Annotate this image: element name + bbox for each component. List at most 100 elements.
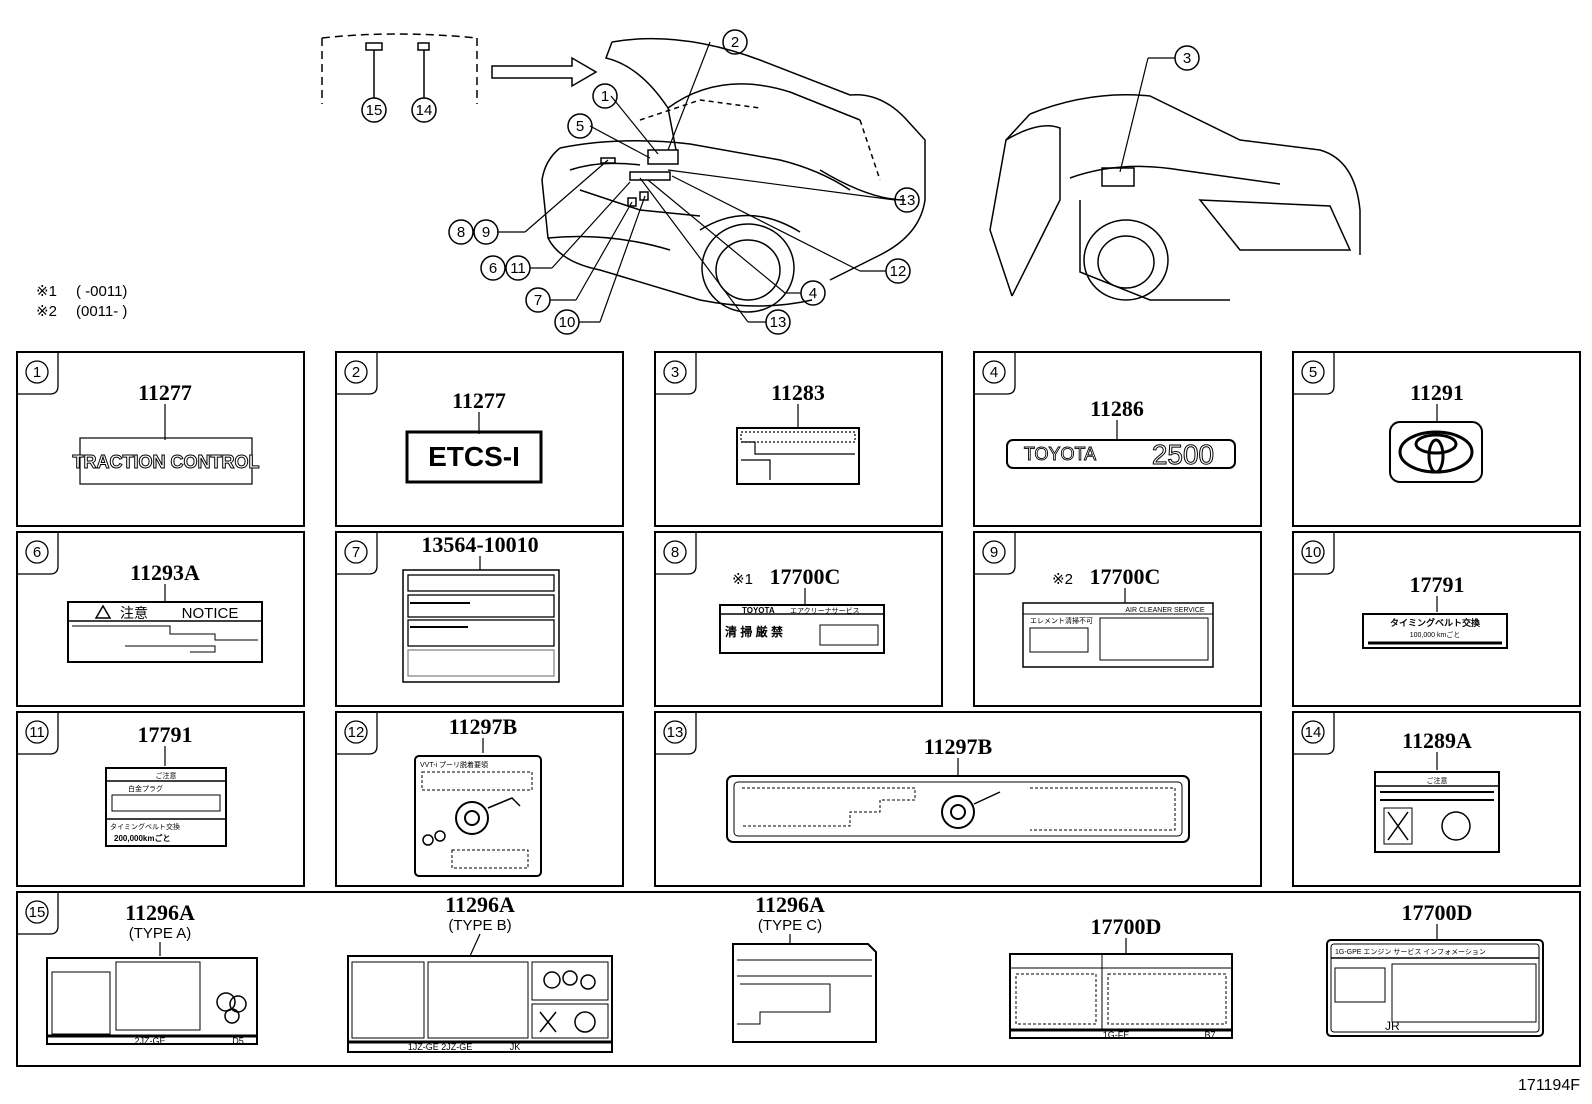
part-number-15d: 17700D [1091, 914, 1162, 939]
callout-15: 15 [361, 97, 387, 123]
svg-text:12: 12 [890, 263, 907, 280]
svg-text:8: 8 [671, 544, 679, 561]
panel-frames [16, 351, 1581, 1067]
label-type-c [732, 943, 877, 1043]
svg-text:6: 6 [33, 544, 41, 561]
label-notice: 注意 NOTICE [67, 601, 263, 663]
note-mark-9: ※2 [1052, 571, 1073, 588]
svg-text:3: 3 [1183, 50, 1191, 67]
label-vvti-13 [726, 775, 1190, 843]
callout-14: 14 [411, 97, 437, 123]
svg-text:10: 10 [559, 314, 576, 331]
part-number-9: 17700C [1090, 564, 1161, 589]
part-number-15b: 11296A [445, 892, 515, 917]
svg-text:13: 13 [667, 724, 684, 741]
callout-9: 9 [473, 219, 499, 245]
label-11283 [736, 427, 860, 485]
engine-label-cluster [647, 149, 679, 165]
callout-badges: 15 14 2 1 5 3 13 8 9 6 11 12 7 4 10 13 [361, 29, 1200, 335]
part-numbers: 11277 11277 11283 11286 11291 11293A 135… [125, 380, 1472, 942]
tab-5: 5 [1293, 352, 1335, 395]
pulley-icon [941, 795, 975, 829]
label-14-marker [417, 42, 430, 51]
svg-text:JK: JK [510, 1042, 521, 1052]
engine-label-cluster-lower [629, 171, 671, 181]
svg-text:1G-FE: 1G-FE [1103, 1030, 1130, 1040]
svg-text:2500: 2500 [1152, 439, 1214, 470]
part-number-11: 17791 [138, 722, 193, 747]
part-number-7: 13564-10010 [421, 532, 538, 557]
tab-6: 6 [17, 532, 59, 575]
label-vvti-12: VVT-i プーリ脱着要領 [414, 755, 542, 877]
part-number-3: 11283 [771, 380, 825, 405]
svg-text:7: 7 [534, 292, 542, 309]
callout-13a: 13 [894, 187, 920, 213]
svg-text:10: 10 [1305, 544, 1322, 561]
svg-text:TOYOTA: TOYOTA [742, 606, 775, 615]
callout-11: 11 [505, 255, 531, 281]
label-type-a: 2JZ-GE D5 [46, 957, 258, 1046]
svg-text:4: 4 [809, 285, 817, 302]
tab-7: 7 [336, 532, 378, 575]
pulley-icon [455, 801, 489, 835]
svg-text:200,000kmごと: 200,000kmごと [114, 833, 170, 843]
label-15-marker [365, 42, 383, 51]
front-car-drawing [541, 37, 926, 313]
part-number-4: 11286 [1090, 396, 1144, 421]
windshield-inset [321, 33, 478, 104]
svg-text:ETCS-I: ETCS-I [428, 441, 520, 472]
svg-text:2: 2 [352, 364, 360, 381]
callout-2: 2 [722, 29, 748, 55]
part-number-14: 11289A [1402, 728, 1472, 753]
callout-12: 12 [885, 258, 911, 284]
svg-text:5: 5 [576, 118, 584, 135]
label-type-b: 1JZ-GE 2JZ-GE JK [347, 955, 613, 1053]
tab-4: 4 [974, 352, 1016, 395]
trunk-label-marker [1101, 167, 1135, 187]
panel-tabs: 1 2 3 4 5 6 7 8 9 10 11 12 13 14 15 [17, 352, 1335, 935]
tab-12: 12 [336, 712, 378, 755]
tab-13: 13 [655, 712, 697, 755]
svg-text:13: 13 [770, 314, 787, 331]
svg-text:エレメント清掃不可: エレメント清掃不可 [1030, 616, 1093, 625]
svg-text:B7: B7 [1204, 1030, 1215, 1040]
tab-9: 9 [974, 532, 1016, 575]
arrow-icon [491, 56, 598, 88]
rear-car-drawing [989, 94, 1361, 301]
note-mark-8: ※1 [732, 571, 753, 588]
svg-text:1G-GPE エンジン サービス インフォメーション: 1G-GPE エンジン サービス インフォメーション [1335, 947, 1486, 956]
callout-1: 1 [592, 83, 618, 109]
label-13564 [402, 569, 560, 683]
part-number-6: 11293A [130, 560, 200, 585]
svg-text:1JZ-GE 2JZ-GE: 1JZ-GE 2JZ-GE [408, 1042, 473, 1052]
svg-text:15: 15 [366, 102, 383, 119]
svg-text:9: 9 [482, 224, 490, 241]
svg-text:9: 9 [990, 544, 998, 561]
tab-10: 10 [1293, 532, 1335, 575]
svg-text:TOYOTA: TOYOTA [1024, 444, 1096, 464]
callout-4: 4 [800, 280, 826, 306]
part-number-5: 11291 [1410, 380, 1464, 405]
svg-text:AIR CLEANER SERVICE: AIR CLEANER SERVICE [1125, 607, 1205, 614]
svg-text:※2: ※2 [36, 303, 57, 320]
tab-15: 15 [17, 892, 59, 935]
svg-text:VVT-i プーリ脱着要領: VVT-i プーリ脱着要領 [420, 760, 488, 769]
svg-text:2JZ-GE: 2JZ-GE [134, 1036, 165, 1046]
leader-lines [497, 41, 1175, 323]
svg-text:11: 11 [510, 260, 526, 277]
callout-8: 8 [448, 219, 474, 245]
part-number-15e: 17700D [1402, 900, 1473, 925]
callout-5: 5 [567, 113, 593, 139]
part-number-10: 17791 [1410, 572, 1465, 597]
prohibited-icon [539, 1011, 557, 1033]
part-number-15a: 11296A [125, 900, 195, 925]
label-etcs: ETCS-I [405, 430, 543, 484]
callout-3: 3 [1174, 45, 1200, 71]
label-traction-control: TRACTION CONTROL [72, 437, 260, 485]
tab-2: 2 [336, 352, 378, 395]
part-number-2: 11277 [452, 388, 506, 413]
type-c-label: (TYPE C) [758, 917, 822, 934]
svg-text:15: 15 [29, 904, 46, 921]
svg-text:13: 13 [899, 192, 916, 209]
